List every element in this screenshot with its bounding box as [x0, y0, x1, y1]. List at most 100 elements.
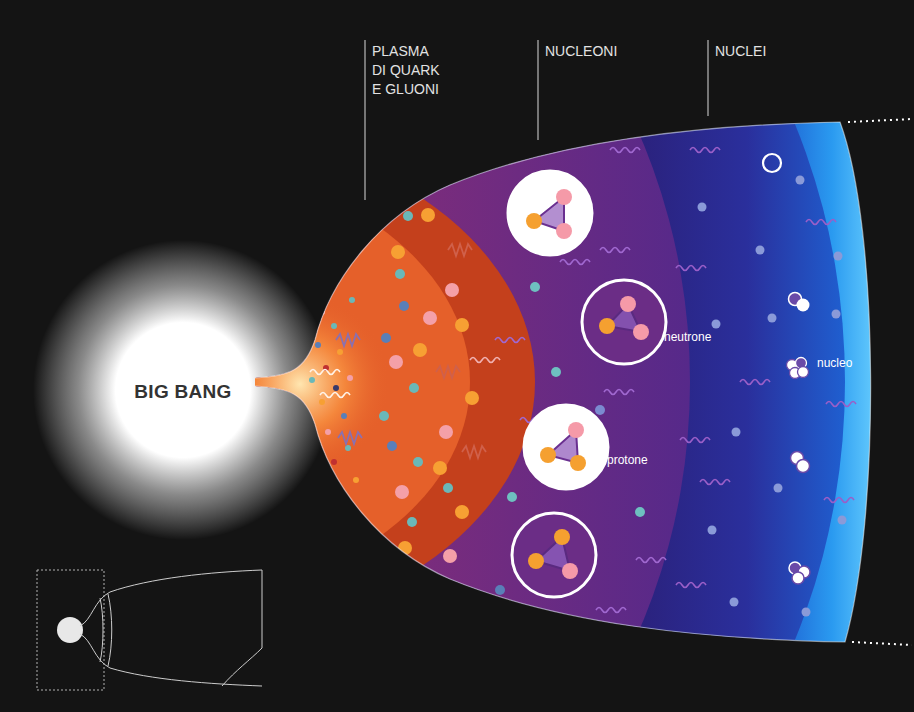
nucleon-circle	[508, 171, 592, 255]
quark-dot	[381, 333, 391, 343]
universe-outline	[255, 122, 871, 642]
big-bang-core: BIG BANG	[128, 375, 238, 409]
nucleon-band	[0, 0, 690, 712]
lepton-dot	[635, 507, 645, 517]
quark-dot	[455, 318, 469, 332]
photon-wave	[676, 266, 706, 271]
quark-dot	[337, 349, 343, 355]
nuclei-band	[0, 0, 845, 712]
photon-wave	[604, 390, 634, 395]
quark-dot	[309, 377, 315, 383]
photon-wave	[610, 148, 640, 153]
proton-circle: protone	[521, 402, 611, 492]
nucleon-circle	[524, 405, 608, 489]
gluon-spring	[426, 579, 450, 591]
quark-ball	[570, 455, 586, 471]
quark-dot	[349, 297, 355, 303]
quark-dot	[407, 517, 417, 527]
particle-label: nucleo	[817, 356, 852, 370]
electron-dot	[834, 252, 843, 261]
quark-ball	[556, 223, 572, 239]
band-heading: NUCLEONI	[545, 42, 617, 61]
band-marker-line	[538, 40, 539, 140]
plasma-band-inner	[0, 160, 470, 604]
band-heading: PLASMA DI QUARK E GLUONI	[372, 42, 444, 99]
quark-dot	[325, 429, 331, 435]
quark-dot	[443, 549, 457, 563]
nucleon-circle	[512, 513, 596, 597]
electron-dot	[832, 310, 841, 319]
quark-dot	[413, 343, 427, 357]
quark-dot	[331, 323, 337, 329]
nucleus-ball	[798, 367, 809, 378]
quark-dot	[455, 505, 469, 519]
neutron-circle: neutrone	[579, 277, 669, 367]
nucleus-ball	[792, 572, 804, 584]
gluon-spring	[336, 334, 360, 346]
quark-ball	[633, 324, 649, 340]
inset-outline	[80, 570, 262, 626]
quark-dot	[465, 391, 479, 405]
quark-ball	[562, 563, 578, 579]
quark-dot	[433, 461, 447, 475]
quark-ball	[554, 529, 570, 545]
photon-wave	[676, 583, 706, 588]
nucleus-ball	[797, 299, 810, 312]
electron-dot	[796, 176, 805, 185]
nucleon-figure	[512, 513, 596, 597]
continuation-dots	[852, 642, 912, 645]
electron-dot	[768, 314, 777, 323]
quark-dot	[331, 459, 337, 465]
electron-dot	[802, 608, 811, 617]
electron-dot	[732, 428, 741, 437]
lepton-dot	[551, 367, 561, 377]
lepton-dot	[507, 492, 517, 502]
photon-wave	[680, 438, 710, 443]
quark-dot	[319, 399, 325, 405]
photon-wave	[560, 260, 590, 265]
quark-ball	[528, 553, 544, 569]
quark-dot	[421, 208, 435, 222]
quark-ball	[540, 447, 556, 463]
gluon-spring	[462, 446, 486, 458]
gluon-spring	[448, 244, 472, 256]
quark-dot	[413, 457, 423, 467]
quark-dot	[409, 383, 419, 393]
photon-wave	[310, 370, 340, 375]
quark-dot	[379, 411, 389, 421]
electron-dot	[730, 598, 739, 607]
band-marker-line	[708, 40, 709, 116]
band-marker-line	[365, 40, 366, 200]
electron-dot	[698, 203, 707, 212]
quark-dot	[389, 355, 403, 369]
inset-outline	[222, 570, 262, 686]
quark-dot	[403, 211, 413, 221]
inset-glow	[57, 617, 83, 643]
quark-dot	[439, 425, 453, 439]
quark-dot	[347, 375, 353, 381]
electron-dot	[774, 484, 783, 493]
lepton-dot	[530, 282, 540, 292]
quark-dot	[387, 441, 397, 451]
photon-wave	[700, 480, 730, 485]
quark-dot	[395, 485, 409, 499]
nucleus-ball	[797, 460, 810, 473]
quark-ball	[526, 213, 542, 229]
gluon-spring	[436, 366, 460, 378]
particle-label: protone	[607, 453, 648, 467]
nucleon-figure	[508, 171, 592, 255]
inset-outline	[108, 594, 112, 666]
photon-wave	[596, 608, 626, 613]
quark-dot	[341, 413, 347, 419]
quark-dot	[395, 269, 405, 279]
quark-dot	[353, 477, 359, 483]
plasma-band-outer	[0, 122, 535, 642]
nucleon-circle	[582, 280, 666, 364]
electron-dot	[756, 246, 765, 255]
quark-ball	[620, 296, 636, 312]
gluon-spring	[338, 432, 362, 444]
photon-wave	[824, 498, 854, 503]
photon-wave	[636, 558, 666, 563]
